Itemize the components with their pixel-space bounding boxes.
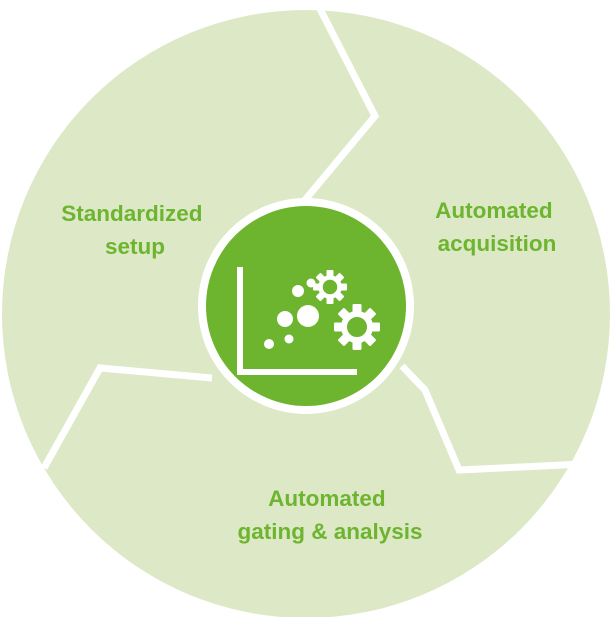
scatter-plot-gears-icon	[237, 267, 380, 375]
stage-label-automated-acquisition: Automated acquisition	[435, 198, 559, 256]
scatter-dot-left	[264, 339, 274, 349]
central-hub	[198, 198, 414, 414]
small-gear-icon	[313, 270, 347, 304]
divider-left	[40, 364, 213, 470]
stage-label-automated-gating-analysis: Automated gating & analysis	[237, 486, 422, 544]
stage-label-standardized-setup: Standardized setup	[61, 201, 209, 259]
large-gear-icon	[334, 304, 380, 350]
scatter-dot-lower	[284, 334, 294, 344]
segment-dividers	[40, 10, 610, 474]
scatter-dot-upper	[292, 285, 304, 297]
divider-right	[399, 363, 610, 474]
chart-axes-icon	[237, 267, 357, 375]
scatter-dot-medium	[277, 311, 293, 327]
scatter-dot-large	[297, 305, 319, 327]
divider-top	[297, 10, 380, 209]
